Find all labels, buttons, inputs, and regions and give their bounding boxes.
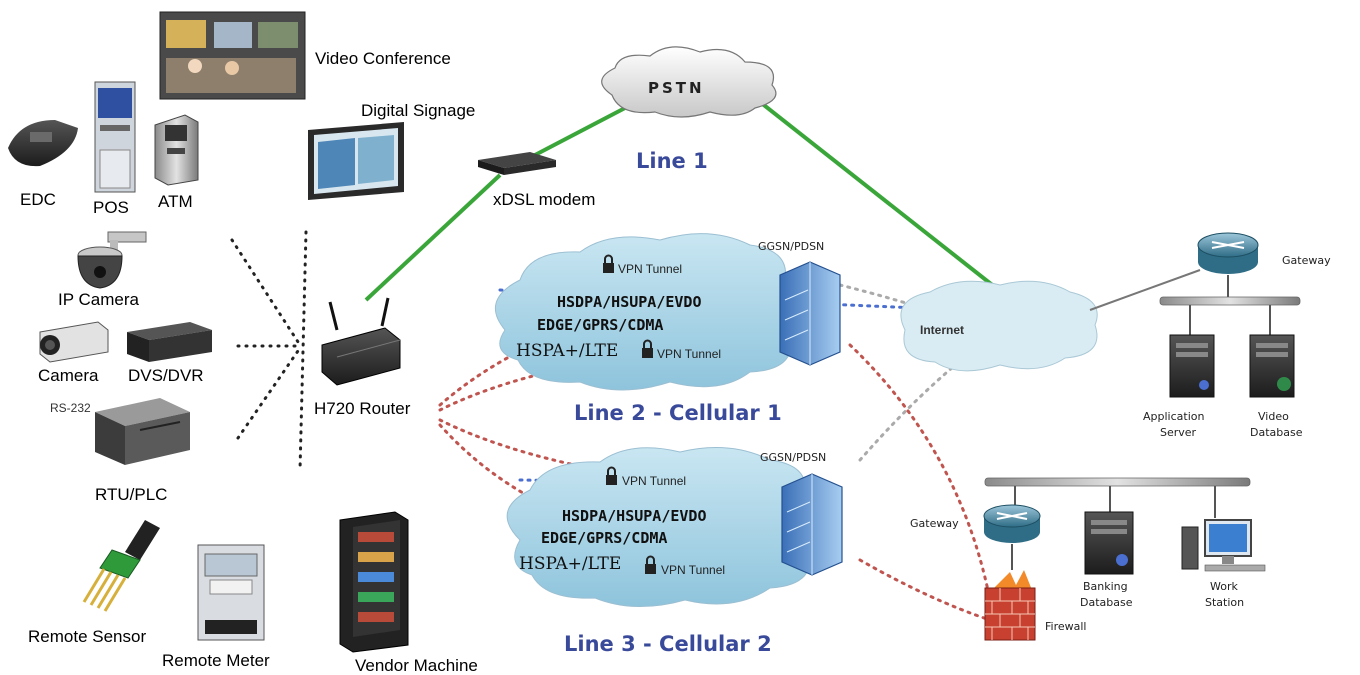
lan-bus [1159,296,1301,306]
pstn-to-internet-link [758,100,1007,297]
ggsn-label-2: GGSN/PDSN [760,451,826,464]
device-links [230,230,308,472]
dvs-dvr: DVS/DVR [127,322,212,385]
ip-camera: IP Camera [58,231,147,309]
banking-database-icon [1084,511,1134,575]
remote-sensor-label: Remote Sensor [28,627,146,646]
workstation-label-1: Work [1210,580,1238,593]
workstation-label-2: Station [1205,596,1244,609]
modem-label: xDSL modem [493,190,595,209]
vpn-tunnel-bottom-1: VPN Tunnel [657,347,721,361]
video-database-icon [1249,334,1295,398]
app-server-label-1: Application [1143,410,1204,423]
cell2-tech1: HSDPA/HSUPA/EVDO [562,507,707,525]
app-server-label-2: Server [1160,426,1197,439]
pos-label: POS [93,198,129,217]
cell2-tech2: EDGE/GPRS/CDMA [541,529,667,547]
router-icon [983,504,1041,543]
bank-gateway-label: Gateway [910,517,959,530]
line2-label: Line 2 - Cellular 1 [574,401,782,425]
router-label: H720 Router [314,399,411,418]
ggsn-label-1: GGSN/PDSN [758,240,824,253]
vendor-machine: Vendor Machine [339,511,478,675]
digital-signage: Digital Signage [308,101,475,200]
xdsl-modem: xDSL modem [478,152,595,209]
application-server-icon [1169,334,1215,398]
line1-label: Line 1 [636,149,708,173]
banking-db-label-2: Database [1080,596,1133,609]
cellular-cloud-1: GGSN/PDSN VPN Tunnel HSDPA/HSUPA/EVDO ED… [495,233,841,391]
cellular-cloud-2: GGSN/PDSN VPN Tunnel HSDPA/HSUPA/EVDO ED… [506,447,843,607]
modem-to-pstn-link [534,106,626,157]
vpn-tunnel-top-2: VPN Tunnel [622,474,686,488]
datacenter-gateway-label: Gateway [1282,254,1331,267]
datacenter: Gateway Application Server Video Databas… [1089,232,1331,439]
server-icon [781,473,843,576]
cell1-tech2: EDGE/GPRS/CDMA [537,316,663,334]
pstn-label: PSTN [648,79,705,97]
pstn-cloud: PSTN [601,46,777,118]
rtu-plc: RS-232 RTU/PLC [50,398,190,504]
camera-label: Camera [38,366,99,385]
digital-signage-label: Digital Signage [361,101,475,120]
server-icon [779,261,841,366]
cell1-tech1: HSDPA/HSUPA/EVDO [557,293,702,311]
lock-icon [642,339,653,358]
internet-label: Internet [920,323,964,337]
video-conference: Video Conference [159,11,451,100]
ip-camera-label: IP Camera [58,290,139,309]
edc-label: EDC [20,190,56,209]
pos-terminal: POS [93,81,136,217]
video-conference-label: Video Conference [315,49,451,68]
banking-db-label-1: Banking [1083,580,1128,593]
vendor-machine-label: Vendor Machine [355,656,478,675]
remote-meter: Remote Meter [162,544,270,670]
h720-router: H720 Router [314,297,411,418]
vpn-tunnel-bottom-2: VPN Tunnel [661,563,725,577]
lock-icon [645,555,656,574]
remote-sensor: Remote Sensor [28,520,160,646]
edc-terminal: EDC [8,120,78,209]
bank-network: Gateway Banking Database Work Station Fi… [910,477,1266,641]
vpn-tunnel-top-1: VPN Tunnel [618,262,682,276]
bank-lan-bus [984,477,1251,487]
router-icon [1197,232,1259,274]
video-db-label-1: Video [1258,410,1289,423]
lock-icon [603,254,614,273]
wired-links [364,100,1007,302]
workstation-icon [1181,519,1266,572]
cell2-tech3: HSPA+/LTE [519,554,621,574]
atm-machine: ATM [154,114,199,211]
rs232-label: RS-232 [50,401,91,415]
box-camera: Camera [38,321,109,385]
firewall-icon [984,570,1036,641]
dvs-dvr-label: DVS/DVR [128,366,204,385]
rtu-plc-label: RTU/PLC [95,485,167,504]
cell1-tech3: HSPA+/LTE [516,341,618,361]
firewall-label: Firewall [1045,620,1086,633]
remote-meter-label: Remote Meter [162,651,270,670]
line3-label: Line 3 - Cellular 2 [564,632,772,656]
internet-cloud: Internet [900,280,1098,372]
lock-icon [606,466,617,485]
atm-label: ATM [158,192,193,211]
video-db-label-2: Database [1250,426,1303,439]
router-to-modem-link [364,173,502,302]
